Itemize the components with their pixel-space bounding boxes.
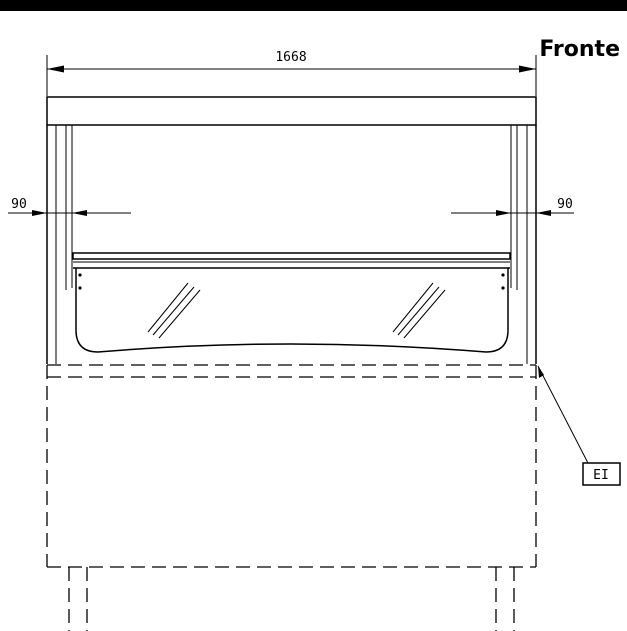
leg-right [495, 567, 515, 631]
glass-fixing-screw [78, 286, 82, 290]
left-side-panel [46, 125, 73, 364]
callout-label: EI [593, 468, 609, 483]
right-depth-label: 90 [557, 197, 573, 212]
glass-fixing-screw [501, 286, 505, 290]
arrowhead-left [47, 65, 64, 73]
arrowhead-right-depth-b [536, 210, 551, 216]
top-border-rule [0, 0, 627, 11]
arrowhead-right-depth-a [496, 210, 511, 216]
arrowhead-right [519, 65, 536, 73]
left-depth-dimension: 90 [8, 197, 131, 216]
sneeze-guard-rail [72, 252, 511, 269]
ei-callout: EI [537, 365, 621, 486]
callout-box [582, 462, 621, 486]
arrowhead-left-depth-b [72, 210, 87, 216]
counter-top [46, 96, 537, 126]
glass-reflection-right [392, 282, 446, 339]
leg-left [68, 567, 88, 631]
left-depth-label: 90 [11, 197, 27, 212]
overall-width-label: 1668 [275, 50, 306, 65]
right-depth-dimension: 90 [451, 197, 574, 216]
overall-width-dimension: 1668 [46, 50, 537, 96]
glass-fixing-screw [501, 273, 505, 277]
arrowhead-left-depth-a [32, 210, 47, 216]
glass-panel [75, 268, 509, 353]
base-cabinet [46, 364, 537, 568]
callout-arrowhead [538, 366, 544, 378]
glass-reflection-left [147, 282, 201, 339]
right-side-panel [510, 125, 537, 364]
glass-fixing-screw [78, 273, 82, 277]
view-title: Fronte [539, 37, 620, 62]
